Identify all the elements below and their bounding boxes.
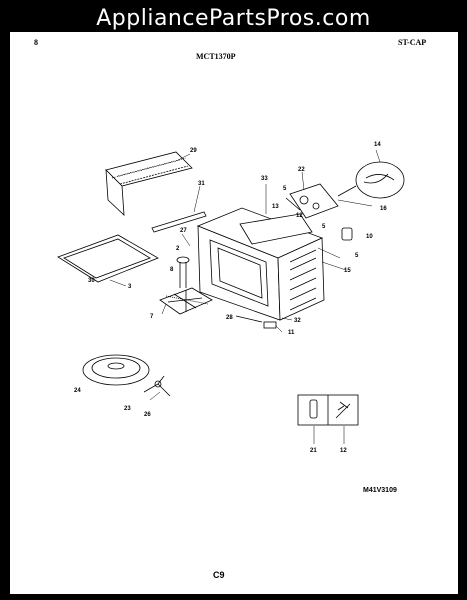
callout-14: 14 <box>374 142 381 148</box>
watermark: AppliancePartsPros.com <box>96 6 371 31</box>
callout-24: 24 <box>74 388 81 394</box>
roller-ring-part <box>143 375 171 397</box>
cabinet-body-part <box>196 207 325 321</box>
callout-5-c: 5 <box>355 253 359 259</box>
leader-lines <box>109 149 381 444</box>
callout-22: 22 <box>298 167 305 173</box>
callout-5-a: 5 <box>283 186 287 192</box>
latch-part <box>235 315 263 323</box>
rail-part <box>151 211 207 233</box>
callout-29: 29 <box>190 148 197 154</box>
callout-28: 28 <box>226 315 233 321</box>
callout-13: 13 <box>272 204 279 210</box>
top-cover-part <box>105 151 193 216</box>
callout-23: 23 <box>124 406 131 412</box>
callout-30: 30 <box>88 278 95 284</box>
small-cap-part <box>341 227 353 241</box>
glass-tray-part <box>82 354 150 386</box>
switch-part <box>263 321 277 329</box>
callout-11: 11 <box>288 330 295 336</box>
callout-2: 2 <box>176 246 180 252</box>
callout-3: 3 <box>128 284 132 290</box>
header-model: MCT1370P <box>196 52 236 61</box>
callout-27: 27 <box>180 228 187 234</box>
callout-15: 15 <box>344 268 351 274</box>
callout-8: 8 <box>170 267 174 273</box>
turntable-support-part <box>159 256 213 315</box>
page-code: C9 <box>213 570 225 580</box>
callout-26: 26 <box>144 412 151 418</box>
callout-12-b: 12 <box>340 448 347 454</box>
panel-tray-part <box>57 234 159 283</box>
callout-5-b: 5 <box>322 224 326 230</box>
diagram-sheet <box>10 32 458 594</box>
header-right: ST-CAP <box>398 38 427 47</box>
callout-10: 10 <box>366 234 373 240</box>
callout-12-a: 12 <box>296 213 303 219</box>
drawing-code: M41V3109 <box>363 487 397 494</box>
fan-part <box>337 161 405 199</box>
legend-box <box>297 394 359 426</box>
callout-7: 7 <box>150 314 154 320</box>
callout-32: 32 <box>294 318 301 324</box>
callout-21: 21 <box>310 448 317 454</box>
motor-assembly-part <box>285 183 339 219</box>
callout-16: 16 <box>380 206 387 212</box>
callout-31: 31 <box>198 181 205 187</box>
header-left: 8 <box>34 38 38 47</box>
callout-33: 33 <box>261 176 268 182</box>
